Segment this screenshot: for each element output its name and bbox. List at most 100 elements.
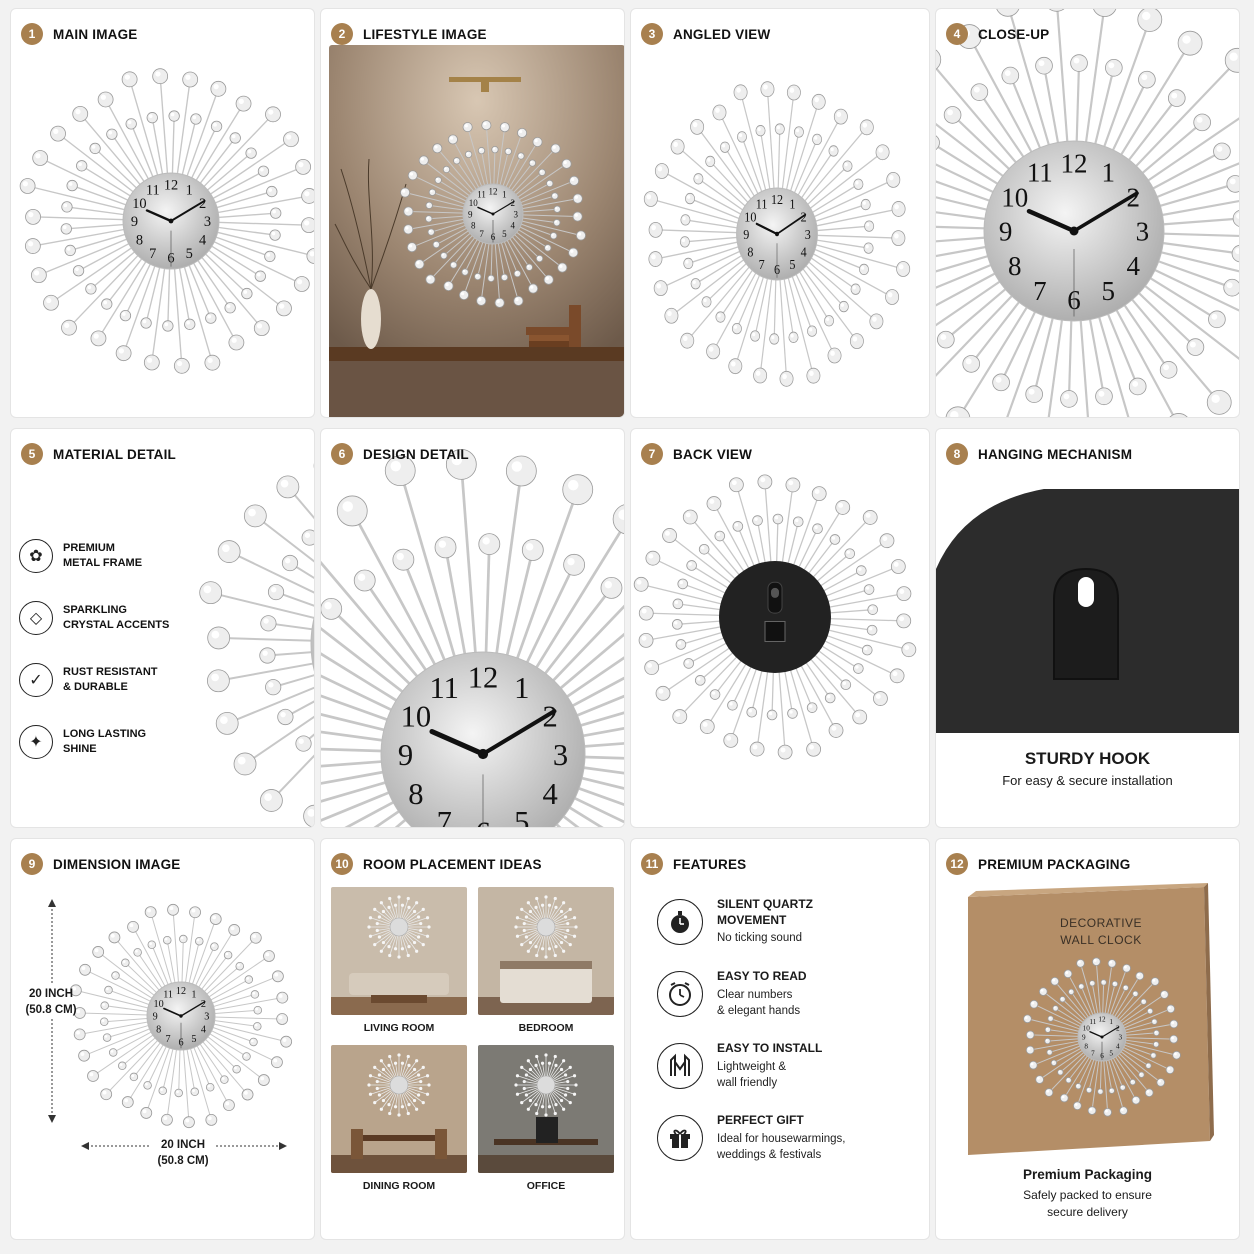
svg-text:8: 8 <box>1084 1043 1088 1051</box>
svg-text:1: 1 <box>186 183 193 199</box>
svg-text:7: 7 <box>437 805 452 828</box>
svg-text:4: 4 <box>542 777 557 811</box>
feature-line: PREMIUM <box>63 541 115 554</box>
panel-number-badge: 8 <box>946 443 968 465</box>
panel-header: 1 MAIN IMAGE <box>21 23 138 45</box>
svg-text:2: 2 <box>542 699 557 733</box>
hook-subtitle: For easy & secure installation <box>1002 773 1173 788</box>
svg-text:11: 11 <box>430 671 459 705</box>
panel-premium-packaging: 12 PREMIUM PACKAGING DECORATIVE WALL CLO… <box>935 838 1240 1240</box>
panel-room-placement: 10 ROOM PLACEMENT IDEAS LIVING ROOM BEDR… <box>320 838 625 1240</box>
panel-title: LIFESTYLE IMAGE <box>363 26 487 42</box>
panel-title: MATERIAL DETAIL <box>53 446 176 462</box>
feature-title-line: SILENT QUARTZ <box>717 897 813 911</box>
svg-text:8: 8 <box>156 1025 161 1036</box>
svg-text:1: 1 <box>1101 157 1115 187</box>
feature-line: SPARKLING <box>63 603 127 616</box>
panel-number-badge: 12 <box>946 853 968 875</box>
panel-title: HANGING MECHANISM <box>978 446 1133 462</box>
feature-desc: Lightweight &wall friendly <box>717 1059 822 1091</box>
svg-text:5: 5 <box>1109 1049 1113 1057</box>
dimension-arrows <box>48 899 287 1150</box>
height-label: 20 INCH (50.8 CM) <box>19 987 83 1018</box>
panel-header: 5 MATERIAL DETAIL <box>21 443 176 465</box>
svg-text:1: 1 <box>1109 1018 1113 1026</box>
svg-text:7: 7 <box>759 257 766 273</box>
packaging-desc-line: secure delivery <box>1047 1204 1128 1219</box>
svg-text:10: 10 <box>469 198 479 208</box>
svg-text:5: 5 <box>514 805 529 828</box>
height-value: 20 INCH <box>28 988 74 1000</box>
feature-line: CRYSTAL ACCENTS <box>63 619 170 631</box>
svg-text:9: 9 <box>999 217 1013 247</box>
clock-back <box>633 474 917 760</box>
panel-header: 3 ANGLED VIEW <box>641 23 770 45</box>
svg-text:7: 7 <box>1091 1049 1095 1057</box>
panel-header: 9 DIMENSION IMAGE <box>21 853 181 875</box>
svg-text:3: 3 <box>1136 217 1150 247</box>
box-label-line: DECORATIVE <box>1059 916 1143 930</box>
panel-number-badge: 7 <box>641 443 663 465</box>
stopwatch-icon <box>657 899 703 945</box>
svg-text:4: 4 <box>1126 251 1140 281</box>
svg-text:10: 10 <box>132 196 146 212</box>
svg-text:11: 11 <box>146 183 160 199</box>
feature-desc-line: & elegant hands <box>717 1004 801 1017</box>
svg-text:2: 2 <box>201 999 206 1010</box>
svg-text:9: 9 <box>743 226 749 242</box>
panel-header: 11 FEATURES <box>641 853 746 875</box>
svg-text:5: 5 <box>1101 276 1115 306</box>
svg-text:7: 7 <box>149 246 156 262</box>
living-room-image <box>331 887 467 1015</box>
panel-title: MAIN IMAGE <box>53 26 138 42</box>
clock-icon <box>657 971 703 1017</box>
svg-text:2: 2 <box>1116 1024 1120 1032</box>
svg-text:12: 12 <box>1061 148 1088 178</box>
room-tile-dining: DINING ROOM <box>331 1045 467 1192</box>
panel-number-badge: 4 <box>946 23 968 45</box>
panel-title: BACK VIEW <box>673 446 753 462</box>
room-tile-living: LIVING ROOM <box>331 887 467 1034</box>
width-value: 20 INCH <box>160 1139 206 1151</box>
panel-number-badge: 2 <box>331 23 353 45</box>
vase <box>361 289 381 349</box>
svg-text:4: 4 <box>201 1025 206 1036</box>
feature-item: EASY TO READ Clear numbers& elegant hand… <box>657 969 929 1041</box>
svg-text:8: 8 <box>471 221 476 231</box>
bedroom-image <box>478 887 614 1015</box>
svg-text:12: 12 <box>164 178 178 194</box>
svg-text:11: 11 <box>477 189 486 199</box>
room-label: LIVING ROOM <box>363 1022 435 1034</box>
svg-text:10: 10 <box>744 209 756 225</box>
svg-text:5: 5 <box>186 246 193 262</box>
packaging-desc: Safely packed to ensure secure delivery <box>936 1187 1239 1221</box>
panel-number-badge: 1 <box>21 23 43 45</box>
feature-item: PERFECT GIFT Ideal for housewarmings,wed… <box>657 1113 929 1185</box>
feature-desc-line: Ideal for housewarmings, <box>717 1132 846 1145</box>
feature-desc-line: weddings & festivals <box>717 1148 822 1161</box>
panel-back-view: 7 BACK VIEW <box>630 428 930 828</box>
panel-number-badge: 11 <box>641 853 663 875</box>
svg-text:1: 1 <box>502 189 507 199</box>
svg-text:11: 11 <box>756 196 768 212</box>
room-label: DINING ROOM <box>362 1180 436 1192</box>
svg-text:11: 11 <box>163 989 173 1000</box>
svg-text:5: 5 <box>191 1034 196 1045</box>
svg-text:8: 8 <box>408 777 423 811</box>
svg-text:12: 12 <box>771 191 783 207</box>
panel-header: 12 PREMIUM PACKAGING <box>946 853 1130 875</box>
svg-text:10: 10 <box>1001 183 1028 213</box>
svg-text:10: 10 <box>154 999 164 1010</box>
gift-icon <box>657 1115 703 1161</box>
